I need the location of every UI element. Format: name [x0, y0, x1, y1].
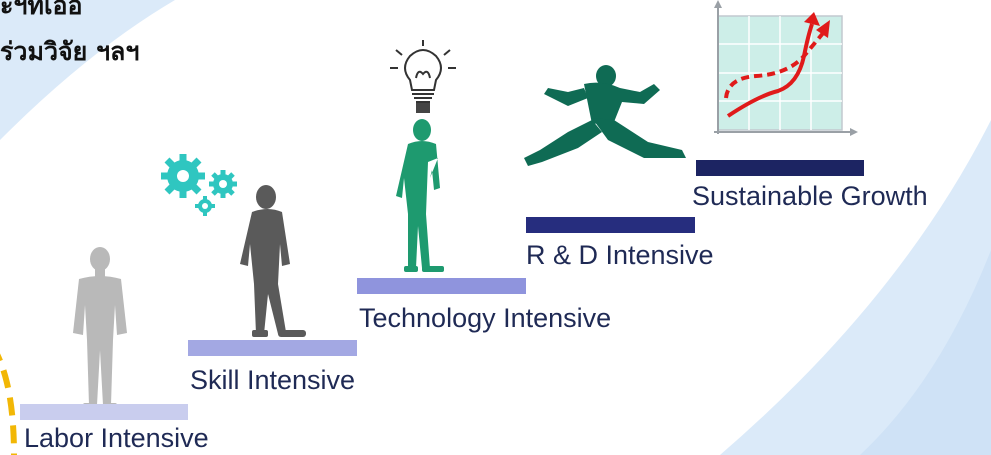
step-bar-skill [188, 340, 357, 356]
step-bar-sustainable [696, 160, 864, 176]
standing-person-empty-pockets-icon [73, 247, 127, 410]
standing-person-icon [240, 185, 306, 337]
heading-line-2: ร่วมวิจัย ฯลฯ [0, 37, 140, 66]
step-bar-rnd [526, 217, 695, 233]
step-label-sustainable: Sustainable Growth [692, 181, 928, 211]
step-bar-labor [20, 404, 188, 420]
heading-line-1: ะฯที่เอื้อ [0, 0, 83, 20]
step-label-technology: Technology Intensive [359, 303, 612, 333]
lightbulb-icon [390, 40, 456, 113]
step-label-rnd: R & D Intensive [526, 240, 714, 270]
leaping-person-icon [524, 65, 686, 166]
step-label-labor: Labor Intensive [24, 423, 209, 453]
thinking-person-icon [396, 119, 444, 272]
growth-chart-icon [714, 0, 858, 136]
step-label-skill: Skill Intensive [190, 365, 356, 395]
step-bar-technology [357, 278, 526, 294]
gears-icon [161, 154, 237, 216]
